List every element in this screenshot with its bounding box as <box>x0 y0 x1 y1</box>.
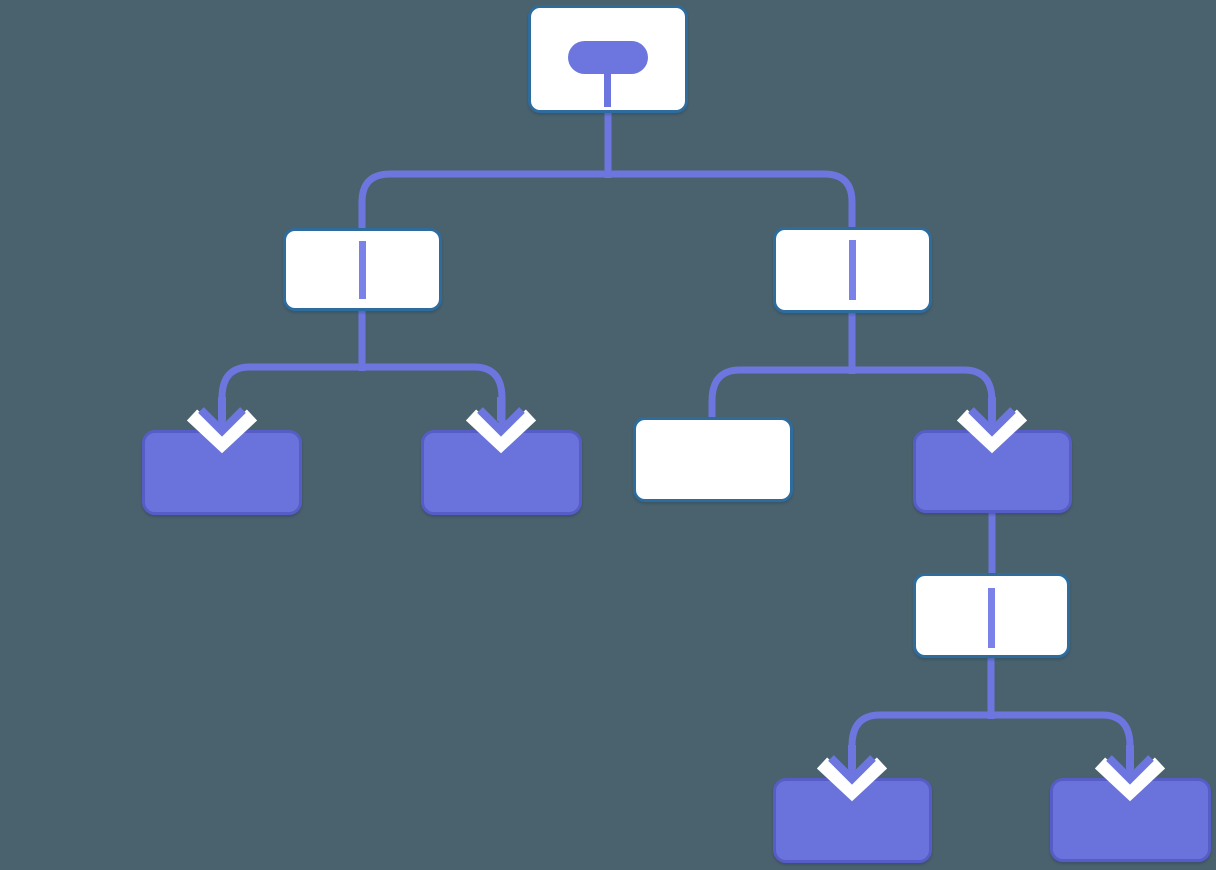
split-node-right <box>773 227 932 313</box>
vertical-split-line-icon <box>849 240 856 300</box>
root-node <box>528 5 688 113</box>
chevron-down-arrow-icon <box>186 397 258 454</box>
chevron-down-arrow-icon <box>956 397 1028 454</box>
split-node-lower <box>913 573 1070 658</box>
chevron-down-arrow-icon <box>816 745 888 802</box>
leaf-node-3 <box>633 417 793 502</box>
edge-splitright-children <box>708 366 996 434</box>
pill-stem-icon <box>604 74 611 107</box>
edge-root-children <box>358 170 856 231</box>
vertical-split-line-icon <box>988 588 995 648</box>
edge-splitlower-children <box>848 711 1134 782</box>
pill-icon <box>568 41 648 74</box>
edge-splitleft-children <box>218 363 506 434</box>
chevron-down-arrow-icon <box>1094 745 1166 802</box>
chevron-down-arrow-icon <box>465 397 537 454</box>
vertical-split-line-icon <box>359 241 366 299</box>
split-node-left <box>283 228 442 311</box>
